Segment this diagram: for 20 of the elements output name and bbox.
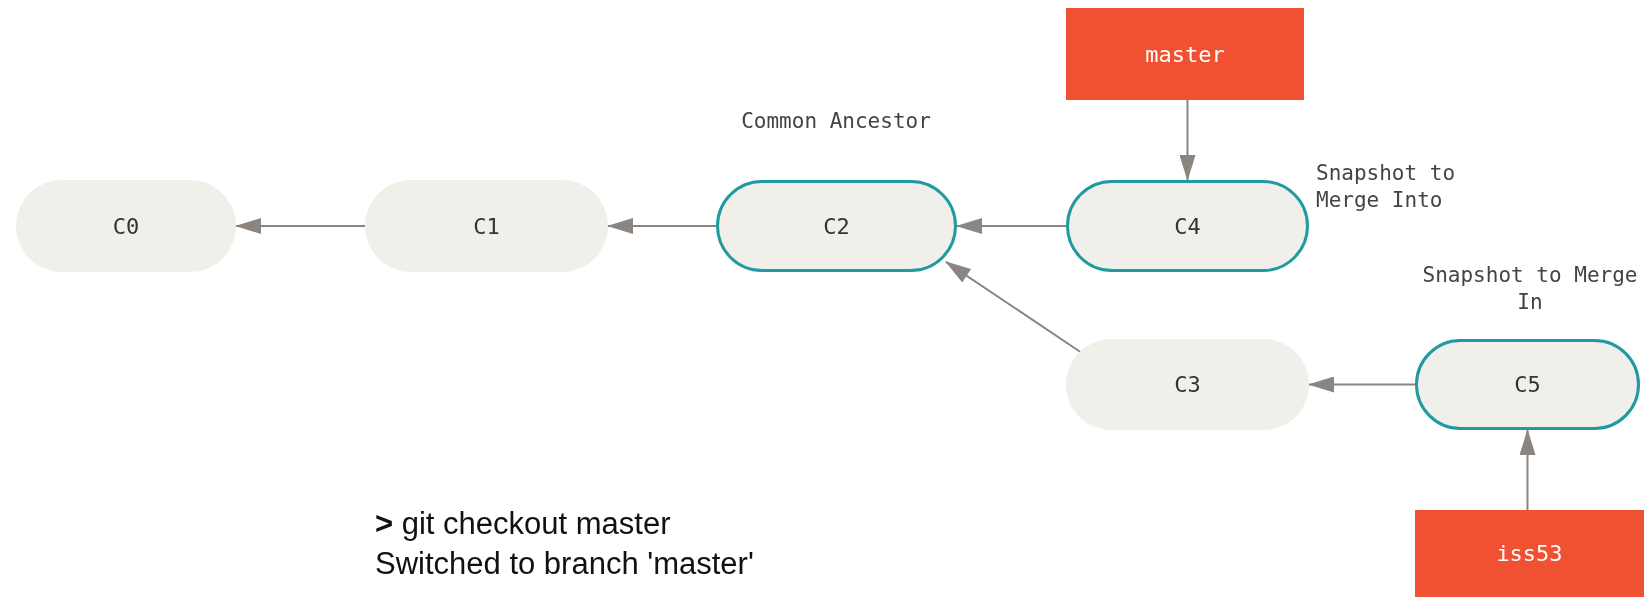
annotation: Common Ancestor [740,108,932,135]
arrow [607,218,717,234]
annotation: Snapshot to Merge In [1421,262,1639,317]
arrow [944,260,1082,353]
commit-node: C2 [716,180,957,272]
branch-label: master [1066,8,1304,100]
arrow [1519,429,1536,511]
commit-node: C0 [16,180,236,272]
arrow [1308,376,1416,393]
command-text: > git checkout master [375,506,671,542]
commit-node: C5 [1415,339,1640,430]
annotation: Snapshot to Merge Into [1316,160,1457,215]
arrow [1179,99,1196,181]
arrow [235,218,366,234]
branch-label: iss53 [1415,510,1644,597]
commit-node: C1 [365,180,608,272]
output-text: Switched to branch 'master' [375,546,754,582]
commit-node: C4 [1066,180,1309,272]
arrow [956,218,1067,234]
commit-node: C3 [1066,339,1309,430]
